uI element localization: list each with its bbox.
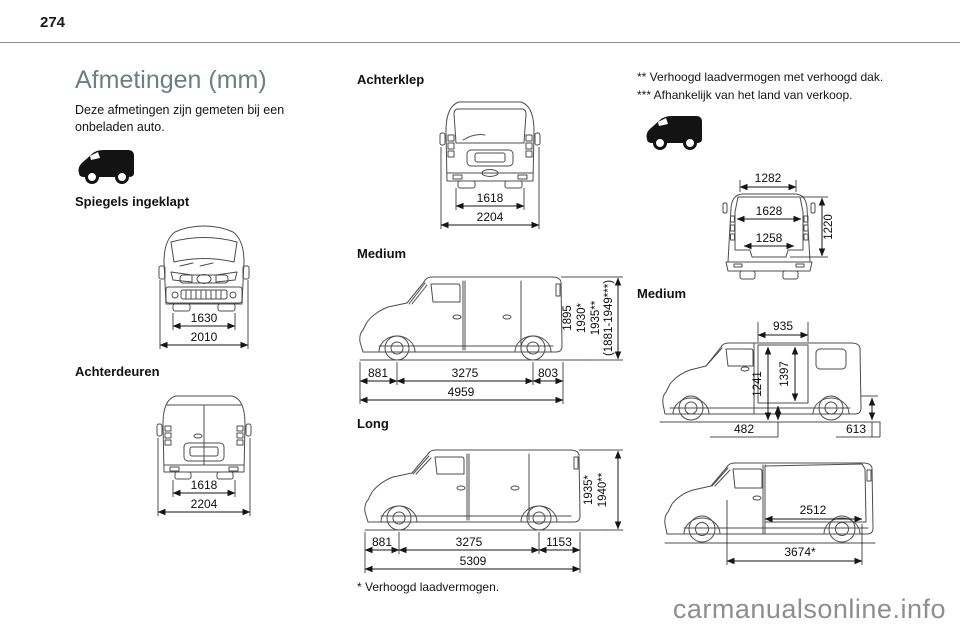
van-silhouette-icon [78,150,134,184]
dim-door-height-front: 1241 [752,371,764,397]
side-long-diagram: 881 3275 1153 5309 1935* 1940** [364,449,623,573]
dim-medium-height2: 1930* [576,302,588,333]
page-number: 274 [40,14,66,31]
heading-medium-right: Medium [637,286,687,301]
page-title: Afmetingen (mm) [75,66,267,94]
dim-reardoors-opening: 1618 [191,478,218,492]
dim-door-width: 935 [773,319,793,333]
rear-opening-diagram: 1282 1628 1258 1220 [722,171,835,280]
dim-reardoors-width: 2204 [191,497,218,511]
dim-medium-rear-overhang: 803 [538,366,558,380]
dim-tailgate-width: 2204 [477,210,504,224]
van-cargo-drawing [664,462,876,544]
dim-front-width: 2010 [191,330,218,344]
dim-rearopening-height: 1220 [823,214,835,240]
footnote-2: ** Verhoogd laadvermogen met verhoogd da… [637,70,884,84]
dim-long-wheelbase: 3275 [456,535,483,549]
dim-medium-front-overhang: 881 [368,366,388,380]
van-front-drawing [158,225,250,312]
dim-rearopening-top: 1282 [755,171,782,185]
side-medium-diagram: 881 3275 803 4959 1895 1930* 1935** (188… [359,276,623,404]
header-divider [0,42,960,43]
footnote-1: * Verhoogd laadvermogen. [357,580,500,594]
dim-medium-height1: 1895 [562,305,574,331]
dim-front-track: 1630 [191,311,218,325]
tailgate-diagram: 1618 2204 [439,101,541,229]
dim-long-front-overhang: 881 [372,535,392,549]
heading-rear-doors: Achterdeuren [75,364,160,379]
dim-door-sill-front: 482 [734,422,754,436]
van-silhouette-icon [646,116,702,150]
front-view-diagram: 1630 2010 [158,225,250,349]
dim-medium-height-range: (1881-1949***) [603,280,615,356]
dim-rearopening-bottom: 1258 [756,231,783,245]
dim-long-rear-overhang: 1153 [546,535,572,549]
heading-medium: Medium [357,246,407,261]
dim-long-height2: 1940** [597,472,609,507]
van-side-medium-drawing [359,276,590,361]
dim-long-height1: 1935* [583,474,595,505]
heading-long: Long [357,416,389,431]
heading-mirrors-folded: Spiegels ingeklapt [75,194,190,209]
dim-medium-wheelbase: 3275 [452,366,479,380]
footnote-3: *** Afhankelijk van het land van verkoop… [637,88,853,102]
watermark: carmanualsonline.info [672,594,946,624]
side-door-diagram: 935 1241 1397 482 613 [659,319,881,438]
dim-medium-length: 4959 [448,385,475,399]
dim-door-sill-rear: 613 [846,422,866,436]
van-rear-doors-drawing [156,395,252,480]
cargo-length-diagram: 2512 3674* [664,462,876,565]
intro-text: Deze afmetingen zijn gemeten bij een onb… [75,103,285,134]
dim-door-height-rear: 1397 [779,361,791,387]
van-side-door-drawing [659,342,881,423]
heading-tailgate: Achterklep [357,72,425,87]
van-side-long-drawing [364,449,608,531]
dim-long-length: 5309 [460,554,487,568]
dim-rearopening-max: 1628 [756,204,783,218]
van-tailgate-drawing [439,101,541,189]
dim-tailgate-opening: 1618 [477,191,504,205]
dim-cargo-max-length: 3674* [784,545,816,559]
van-rear-opening-drawing [722,193,816,280]
dim-medium-height3: 1935** [590,300,602,335]
rear-doors-diagram: 1618 2204 [156,395,252,516]
dim-cargo-length: 2512 [800,503,827,517]
